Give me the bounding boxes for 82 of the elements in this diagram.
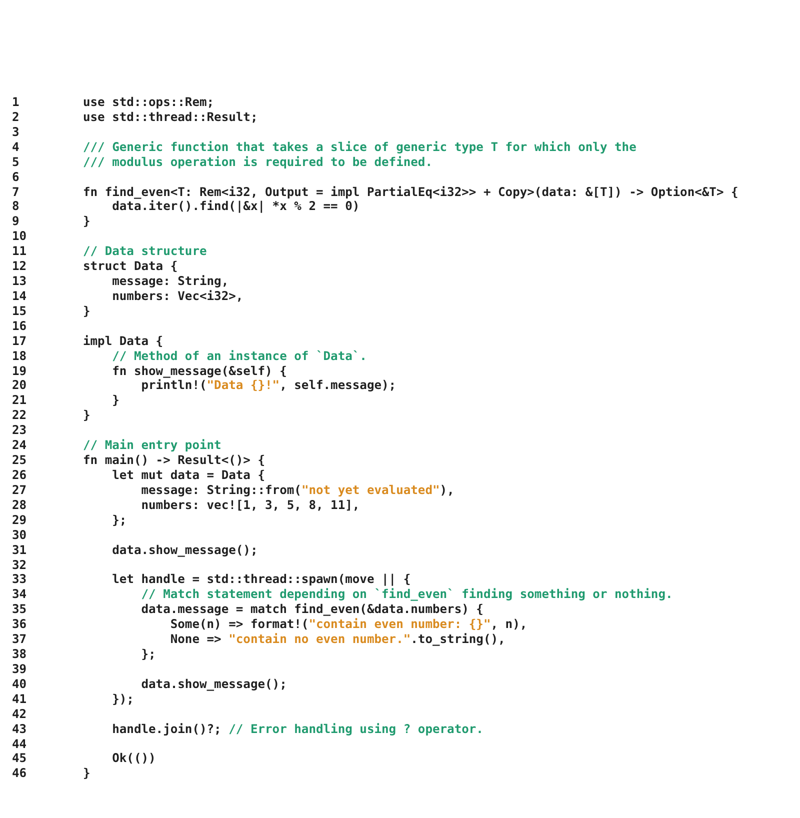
code-line: data.message = match find_even(&data.numbers) { [140, 602, 484, 618]
line-number: 25 [12, 453, 27, 468]
line-number: 20 [12, 378, 27, 394]
line-number: 35 [12, 602, 27, 618]
code-line: message: String::from("not yet evaluated"), [140, 482, 454, 498]
line-number: 27 [12, 482, 27, 498]
line-number: 15 [12, 304, 27, 319]
code-line: data.show_message(); [111, 542, 258, 558]
code-line: fn show_message(&self) { [111, 364, 287, 379]
line-number: 8 [12, 199, 20, 214]
code-line: let mut data = Data { [111, 468, 266, 483]
code-line: } [83, 214, 90, 230]
code-line: Ok(()) [111, 751, 156, 766]
code-line: numbers: vec![1, 3, 5, 8, 11], [140, 498, 360, 513]
code-comment: // Method of an instance of `Data`. [111, 348, 367, 364]
line-number: 23 [12, 423, 27, 438]
code-line: fn main() -> Result<()> { [83, 453, 266, 468]
line-number: 10 [12, 229, 27, 244]
line-number: 41 [12, 692, 27, 707]
line-number: 39 [12, 662, 27, 677]
line-number: 37 [12, 632, 27, 648]
line-number: 40 [12, 676, 27, 692]
line-number: 32 [12, 558, 27, 573]
code-line: } [111, 393, 120, 408]
line-number: 17 [12, 334, 27, 349]
line-number: 14 [12, 288, 27, 304]
line-number: 28 [12, 498, 27, 513]
line-number: 46 [12, 766, 27, 782]
code-line: data.iter().find(|&x| *x % 2 == 0) [111, 199, 360, 214]
code-line: } [83, 766, 90, 782]
code-line: } [83, 408, 90, 424]
line-number: 45 [12, 751, 27, 766]
code-line: } [83, 304, 90, 319]
line-number: 2 [12, 110, 20, 125]
code-line: data.show_message(); [140, 676, 287, 692]
line-number: 44 [12, 736, 27, 752]
code-comment: /// modulus operation is required to be defined. [83, 154, 432, 170]
code-comment: /// Generic function that takes a slice of generic type T for which only the [83, 140, 636, 155]
line-number: 1 [12, 95, 20, 110]
line-number: 5 [12, 154, 20, 170]
line-number: 34 [12, 587, 27, 602]
line-number: 19 [12, 364, 27, 379]
line-number: 18 [12, 348, 27, 364]
code-line: }; [140, 647, 156, 662]
code-line: let handle = std::thread::spawn(move || { [111, 572, 411, 588]
line-number: 43 [12, 722, 27, 737]
code-line: fn find_even<T: Rem<i32, Output = impl PartialEq<i32>> + Copy>(data: &[T]) -> Option<&T> { [83, 184, 738, 200]
line-number: 38 [12, 647, 27, 662]
line-number: 12 [12, 259, 27, 274]
line-number: 26 [12, 468, 27, 483]
line-number: 4 [12, 140, 20, 155]
code-line: message: String, [111, 274, 229, 290]
line-number: 13 [12, 274, 27, 290]
line-number: 21 [12, 393, 27, 408]
code-line: println!("Data {}!", self.message); [140, 378, 396, 394]
code-comment: // Match statement depending on `find_even` finding something or nothing. [140, 587, 673, 602]
code-line: }; [111, 512, 127, 528]
line-number: 30 [12, 528, 27, 543]
code-line: }); [111, 692, 134, 707]
line-number: 11 [12, 244, 27, 260]
code-line: use std::thread::Result; [83, 110, 258, 125]
line-number: 42 [12, 706, 27, 722]
code-line: use std::ops::Rem; [83, 95, 214, 110]
code-line: impl Data { [83, 334, 164, 349]
code-line: numbers: Vec<i32>, [111, 288, 244, 304]
line-number: 31 [12, 542, 27, 558]
line-number: 22 [12, 408, 27, 424]
line-number: 3 [12, 124, 20, 140]
code-line: struct Data { [83, 259, 178, 274]
line-number: 9 [12, 214, 20, 230]
line-number: 6 [12, 170, 20, 185]
line-number: 29 [12, 512, 27, 528]
line-number: 16 [12, 318, 27, 334]
code-line: Some(n) => format!("contain even number: {}", n), [169, 617, 528, 632]
code-comment: // Main entry point [83, 438, 222, 454]
line-number: 36 [12, 617, 27, 632]
code-line: None => "contain no even number.".to_string(), [169, 632, 506, 648]
code-comment: // Data structure [83, 244, 207, 260]
line-number: 7 [12, 184, 20, 200]
line-number: 33 [12, 572, 27, 588]
code-line: handle.join()?; // Error handling using ? operator. [111, 722, 484, 737]
line-number: 24 [12, 438, 27, 454]
